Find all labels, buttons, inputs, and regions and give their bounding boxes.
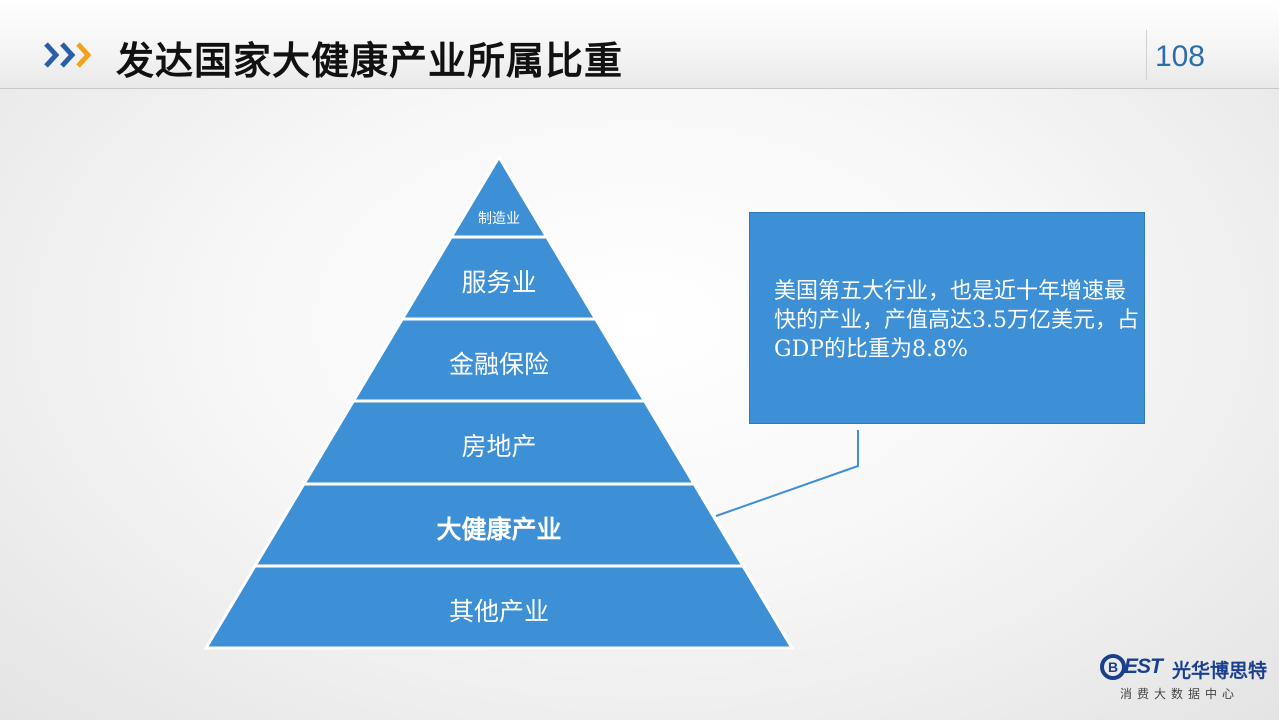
logo-brand: EST — [1124, 655, 1163, 678]
callout-text: 美国第五大行业，也是近十年增速最快的产业，产值高达3.5万亿美元，占GDP的比重… — [774, 279, 1139, 362]
logo-brand-cn: 光华博思特 — [1172, 661, 1268, 682]
pyramid-tier-label: 制造业 — [478, 210, 520, 227]
pyramid-tier-label: 金融保险 — [448, 350, 550, 379]
pyramid-tier-label: 其他产业 — [448, 597, 550, 626]
brand-logo: B EST 光华博思特 消费大数据中心 — [1100, 654, 1270, 704]
logo-mark: B — [1100, 654, 1126, 680]
page-title: 发达国家大健康产业所属比重 — [116, 41, 624, 83]
pyramid-tier-label: 房地产 — [461, 433, 537, 461]
page-number: 108 — [1154, 40, 1205, 73]
header-divider — [1146, 30, 1147, 80]
chevrons-icon — [44, 42, 92, 68]
header-bar: 发达国家大健康产业所属比重 108 — [0, 0, 1279, 89]
pyramid-tier-label: 大健康产业 — [436, 515, 562, 544]
callout-connector — [715, 430, 859, 517]
logo-subtitle: 消费大数据中心 — [1120, 687, 1240, 701]
pyramid-tier-label: 服务业 — [461, 268, 537, 297]
callout-box: 美国第五大行业，也是近十年增速最快的产业，产值高达3.5万亿美元，占GDP的比重… — [749, 212, 1145, 424]
pyramid-tier — [203, 564, 795, 650]
